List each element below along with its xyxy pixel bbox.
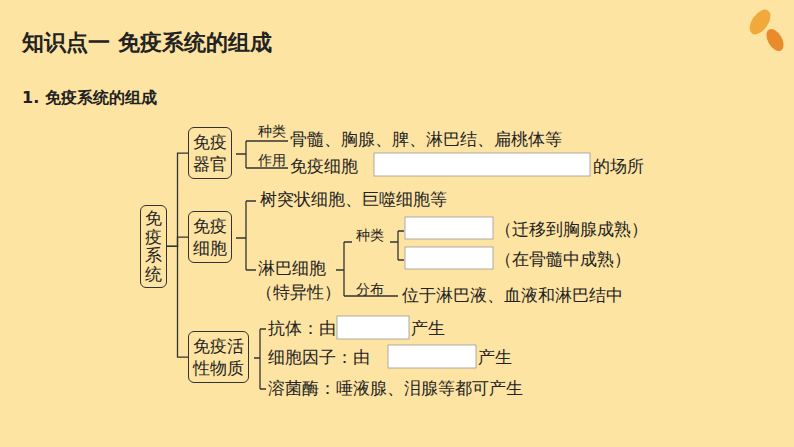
note-text: 分布 <box>356 281 384 298</box>
note-text: 溶菌酶：唾液腺、泪腺等都可产生 <box>268 378 523 398</box>
category-box: 免疫器官 <box>188 127 232 179</box>
note-text: 作用 <box>258 152 286 169</box>
category-box: 免疫细胞 <box>188 211 232 263</box>
slide-title: 知识点一 免疫系统的组成 <box>22 30 272 56</box>
note-text: 种类 <box>356 227 384 244</box>
note-text: 种类 <box>258 123 286 140</box>
note-text: 细胞因子：由 <box>268 347 370 367</box>
bracket-lines <box>236 141 404 389</box>
bracket-connector <box>167 153 188 246</box>
note-text: 树突状细胞、巨噬细胞等 <box>260 189 447 209</box>
bracket-connector <box>167 237 188 246</box>
note-text: 淋巴细胞 <box>258 258 326 278</box>
category-box: 免疫系统 <box>140 205 167 288</box>
note-text: 产生 <box>411 318 445 338</box>
note-text: 免疫细胞 <box>290 156 358 176</box>
note-text: 产生 <box>478 347 512 367</box>
note-text: 骨髓、胸腺、脾、淋巴结、扁桃体等 <box>290 129 562 149</box>
box-label: 免疫活性物质 <box>193 335 244 379</box>
bracket-connector <box>167 246 188 357</box>
box-label: 免疫细胞 <box>193 215 227 259</box>
note-text: （在骨髓中成熟） <box>495 249 631 269</box>
note-text: （特异性） <box>256 282 341 302</box>
note-text: （迁移到胸腺成熟） <box>495 219 648 239</box>
box-label: 免疫器官 <box>193 131 227 175</box>
category-box: 免疫活性物质 <box>188 331 249 383</box>
note-text: 的场所 <box>593 156 644 176</box>
leaf-ornament <box>745 6 787 54</box>
box-label: 免疫系统 <box>145 209 162 284</box>
note-text: 抗体：由 <box>268 318 336 338</box>
note-text: 位于淋巴液、血液和淋巴结中 <box>402 285 623 305</box>
section-heading: 1. 免疫系统的组成 <box>22 88 157 107</box>
